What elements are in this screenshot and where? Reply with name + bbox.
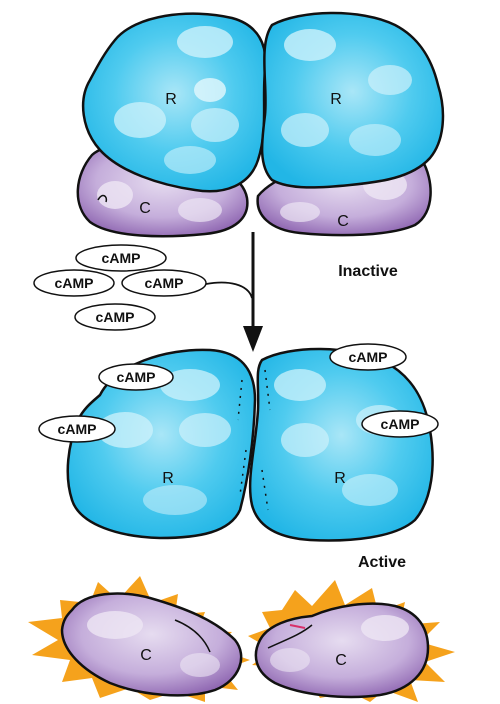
- svg-text:cAMP: cAMP: [381, 416, 420, 432]
- svg-text:cAMP: cAMP: [58, 421, 97, 437]
- camp-molecule: cAMP: [75, 244, 167, 272]
- active-state-label: Active: [358, 554, 406, 571]
- svg-text:cAMP: cAMP: [117, 369, 156, 385]
- svg-text:cAMP: cAMP: [102, 250, 141, 266]
- regulatory-subunit-right-inactive: R: [260, 11, 445, 189]
- active-catalytic-subunits: C C: [28, 576, 455, 702]
- camp-molecule: cAMP: [33, 269, 115, 297]
- regulatory-subunit-left-inactive: R: [82, 12, 267, 193]
- svg-text:cAMP: cAMP: [55, 275, 94, 291]
- regulatory-label: R: [165, 91, 177, 108]
- catalytic-subunit-left-active: C: [60, 592, 243, 697]
- camp-molecule-bound: cAMP: [361, 410, 439, 438]
- catalytic-subunit-right-active: C: [254, 602, 430, 699]
- activation-arrow: [205, 232, 263, 352]
- svg-text:cAMP: cAMP: [349, 349, 388, 365]
- catalytic-label: C: [140, 647, 152, 664]
- free-camp-group: cAMP cAMP cAMP cAMP: [33, 244, 207, 331]
- svg-text:cAMP: cAMP: [145, 275, 184, 291]
- camp-molecule-bound: cAMP: [38, 415, 116, 443]
- svg-text:cAMP: cAMP: [96, 309, 135, 325]
- regulatory-label: R: [334, 470, 346, 487]
- catalytic-label: C: [337, 213, 349, 230]
- regulatory-subunit-left-active: R: [66, 348, 257, 540]
- inactive-state-label: Inactive: [338, 263, 398, 280]
- camp-molecule-bound: cAMP: [98, 363, 174, 391]
- inactive-complex: C C R R Inactive: [76, 11, 445, 280]
- camp-molecule: cAMP: [74, 303, 156, 331]
- catalytic-label: C: [139, 200, 151, 217]
- regulatory-label: R: [330, 91, 342, 108]
- catalytic-label: C: [335, 652, 347, 669]
- camp-molecule-bound: cAMP: [329, 343, 407, 371]
- regulatory-label: R: [162, 470, 174, 487]
- regulatory-subunit-right-active: R: [248, 347, 434, 542]
- camp-molecule: cAMP: [121, 269, 207, 297]
- active-regulatory-dimer: R R cAMP cAMP cAMP cAMP Active: [38, 343, 439, 571]
